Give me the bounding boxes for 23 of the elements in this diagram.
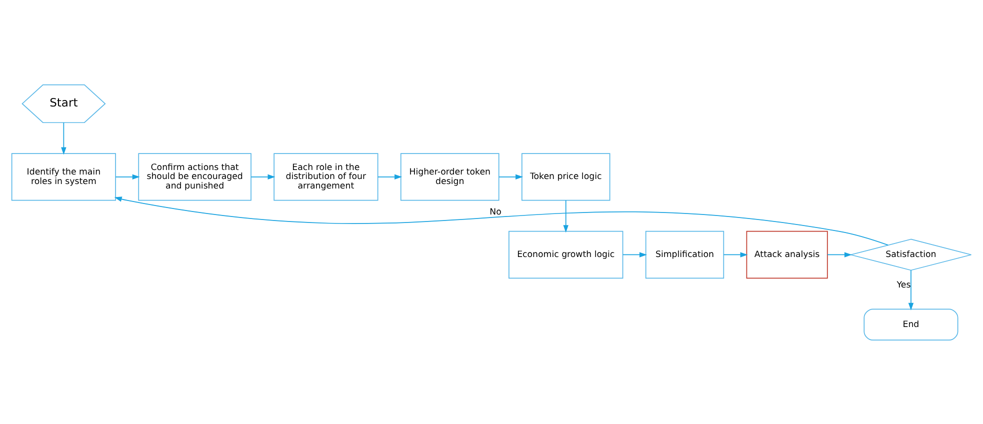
node-box: Each role in the distribution of four arrangement: [274, 152, 378, 200]
arrow: [378, 174, 402, 180]
edge-label: No: [490, 206, 502, 217]
arrow: [250, 174, 276, 180]
arrow: [622, 252, 647, 257]
node-diamond: Satisfaction: [850, 238, 972, 270]
arrow: [563, 199, 568, 232]
arrow: [908, 269, 914, 310]
arrow: [114, 196, 888, 246]
arrow: [498, 174, 524, 180]
node-box: Simplification: [645, 230, 724, 278]
arrow: [723, 252, 748, 257]
node-box: End: [864, 308, 958, 340]
arrow: [827, 252, 852, 257]
arrow: [61, 122, 66, 154]
node-box: Attack analysis: [746, 230, 828, 278]
node-box: Identify the main roles in system: [11, 152, 116, 200]
node-box: Token price logic: [521, 152, 610, 200]
node-box: Higher-order token design: [400, 152, 500, 200]
node-box: Economic growth logic: [508, 230, 624, 278]
edge-label: Yes: [896, 280, 911, 290]
arrow: [115, 174, 140, 180]
node-box: Confirm actions that should be encouraged and punished: [138, 152, 252, 200]
